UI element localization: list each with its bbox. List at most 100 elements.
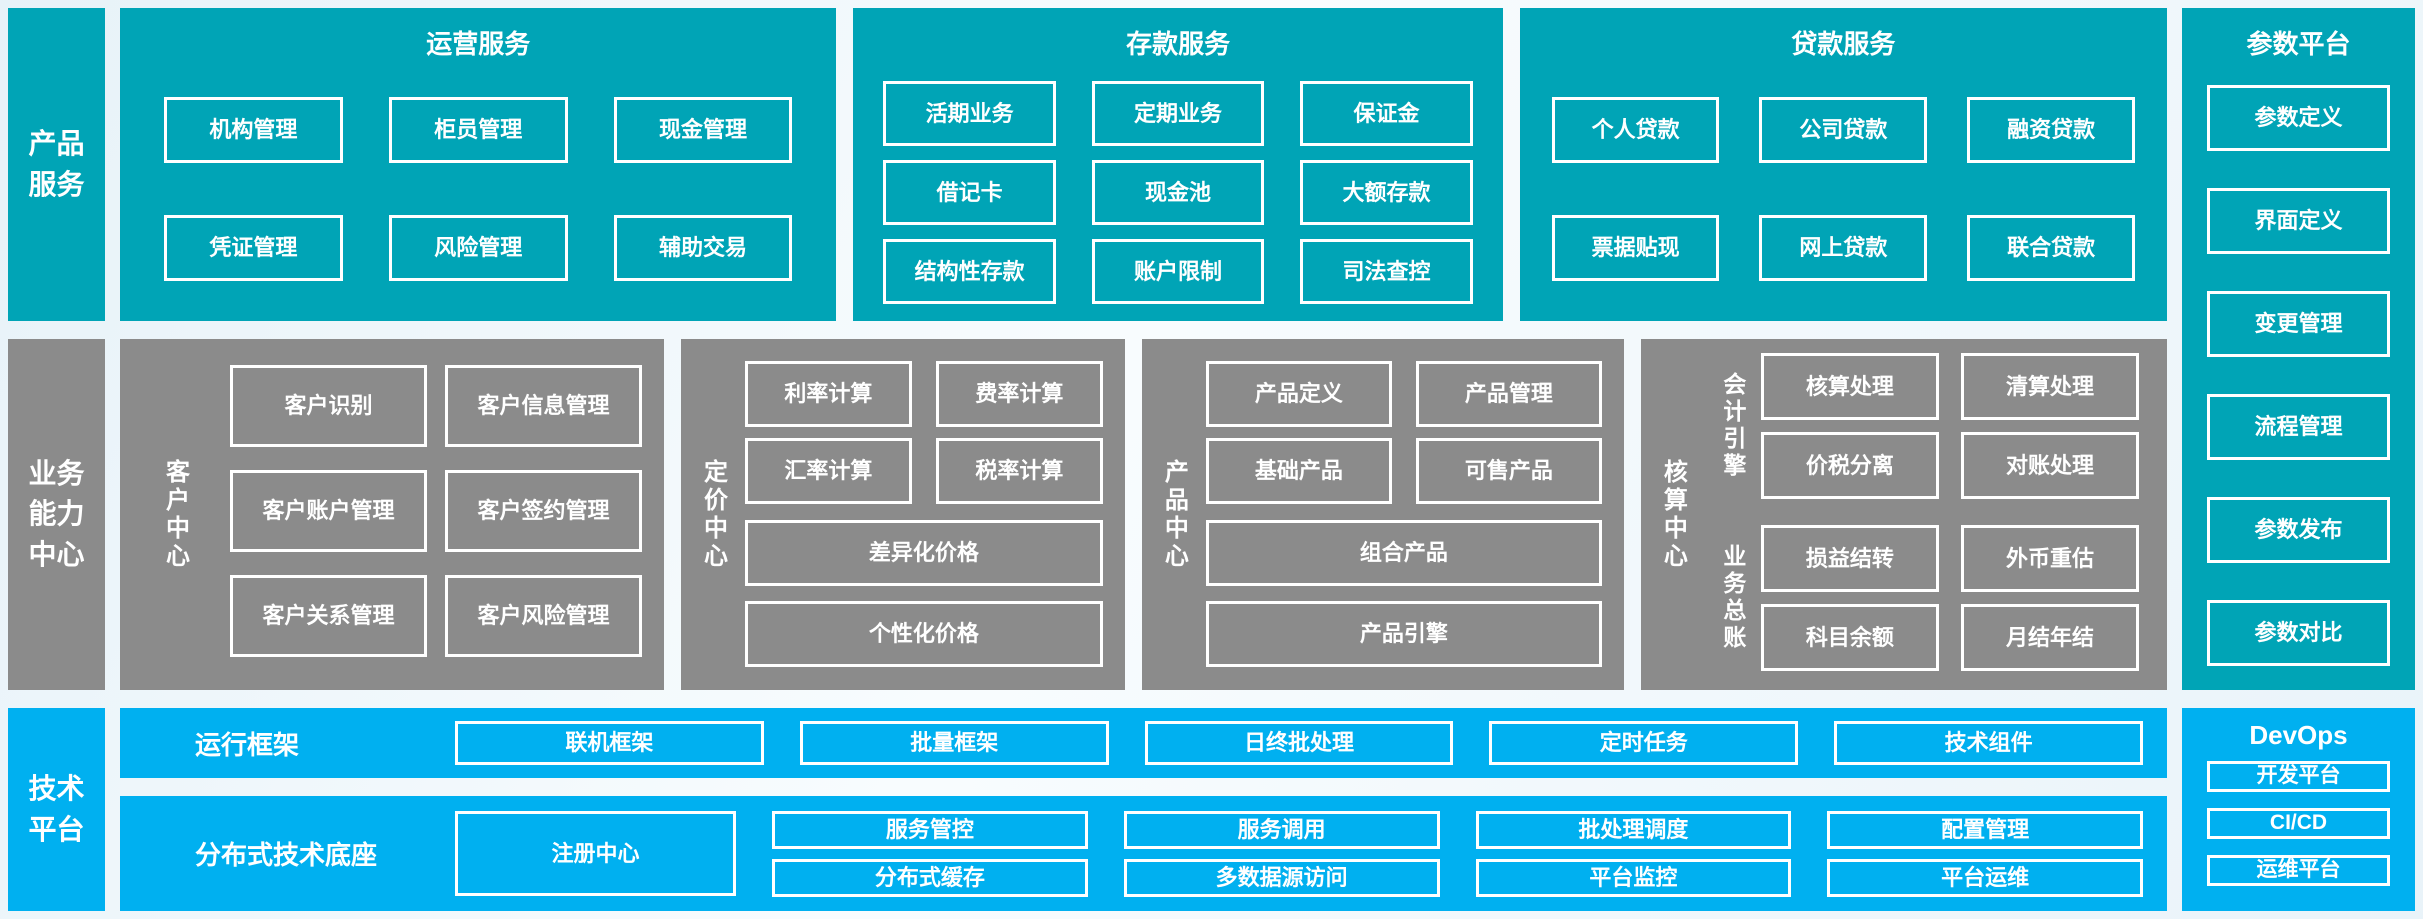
- pricing-wide-box: 个性化价格: [744, 601, 1103, 667]
- customer-center-box: 客户信息管理: [444, 365, 642, 447]
- parameter-item-box: 参数对比: [2207, 600, 2390, 666]
- pricing-center-content: 利率计算费率计算汇率计算税率计算 差异化价格个性化价格: [744, 351, 1103, 678]
- runtime-framework-box: 批量框架: [799, 721, 1109, 765]
- deposit-service-box: 现金池: [1091, 160, 1265, 225]
- distributed-service-box: 批处理调度: [1475, 810, 1792, 849]
- customer-center-box: 客户签约管理: [444, 470, 642, 552]
- product-center-wide-list: 组合产品产品引擎: [1205, 520, 1602, 667]
- parameter-platform-block: 参数平台 参数定义界面定义变更管理流程管理参数发布参数对比: [2182, 8, 2415, 690]
- loan-service-box: 公司贷款: [1759, 97, 1928, 163]
- pricing-center-grid: 利率计算费率计算汇率计算税率计算: [744, 361, 1103, 504]
- deposit-services-title: 存款服务: [1126, 29, 1231, 59]
- parameter-item-box: 变更管理: [2207, 291, 2390, 357]
- operations-service-box: 辅助交易: [613, 215, 793, 281]
- customer-center-label: 客户中心: [161, 458, 189, 571]
- parameter-item-box: 参数定义: [2207, 85, 2390, 151]
- parameter-item-box: 流程管理: [2207, 394, 2390, 460]
- devops-item-box: 运维平台: [2207, 855, 2390, 886]
- runtime-framework-box: 联机框架: [455, 721, 764, 765]
- distributed-service-box: 服务管控: [772, 810, 1088, 849]
- accounting-engine-box: 对账处理: [1960, 432, 2139, 499]
- product-wide-box: 产品引擎: [1205, 601, 1602, 667]
- loan-service-box: 网上贷款: [1759, 215, 1928, 281]
- loan-service-box: 联合贷款: [1967, 215, 2135, 281]
- parameter-item-box: 参数发布: [2207, 497, 2390, 563]
- business-ledger-box: 损益结转: [1760, 525, 1939, 592]
- pricing-center-block: 定价中心 利率计算费率计算汇率计算税率计算 差异化价格个性化价格: [680, 339, 1125, 690]
- distributed-service-box: 平台运维: [1827, 858, 2143, 897]
- business-ledger-grid: 损益结转外币重估科目余额月结年结: [1760, 525, 2139, 671]
- runtime-framework-box: 定时任务: [1489, 721, 1799, 765]
- pricing-calc-box: 汇率计算: [744, 438, 912, 504]
- customer-center-box: 客户风险管理: [444, 575, 642, 657]
- accounting-center-block: 核算中心 会计引擎 核算处理清算处理价税分离对账处理 业务总账 损益结转外币重估…: [1640, 339, 2167, 690]
- registry-center-box: 注册中心: [455, 811, 736, 896]
- operations-service-box: 机构管理: [164, 97, 343, 163]
- devops-title: DevOps: [2249, 720, 2348, 750]
- product-grid-box: 产品管理: [1415, 361, 1602, 427]
- distributed-base-label: 分布式技术底座: [195, 840, 378, 870]
- parameter-platform-title: 参数平台: [2246, 29, 2351, 59]
- devops-item-box: CI/CD: [2207, 808, 2390, 839]
- product-grid-box: 产品定义: [1205, 361, 1392, 427]
- business-ledger-box: 外币重估: [1960, 525, 2139, 592]
- runtime-framework-boxes: 联机框架批量框架日终批处理定时任务技术组件: [455, 721, 2143, 765]
- deposit-service-box: 司法查控: [1300, 239, 1473, 304]
- pricing-center-label: 定价中心: [699, 458, 727, 571]
- customer-center-box: 客户识别: [230, 365, 427, 447]
- operations-services-block: 运营服务 机构管理柜员管理现金管理凭证管理风险管理辅助交易: [120, 8, 837, 321]
- devops-list: 开发平台 CI/CD 运维平台: [2207, 761, 2390, 886]
- distributed-service-box: 平台监控: [1475, 858, 1792, 897]
- devops-item-box: 开发平台: [2207, 761, 2390, 792]
- operations-service-box: 现金管理: [613, 97, 793, 163]
- operations-service-box: 柜员管理: [388, 97, 568, 163]
- deposit-service-box: 定期业务: [1091, 81, 1265, 146]
- loan-services-block: 贷款服务 个人贷款公司贷款融资贷款票据贴现网上贷款联合贷款: [1519, 8, 2167, 321]
- business-ledger-group: 业务总账 损益结转外币重估科目余额月结年结: [1705, 525, 2139, 671]
- deposit-services-block: 存款服务 活期业务定期业务保证金借记卡现金池大额存款结构性存款账户限制司法查控: [853, 8, 1503, 321]
- accounting-engine-label: 会计引擎: [1719, 372, 1746, 480]
- devops-block: DevOps 开发平台 CI/CD 运维平台: [2182, 708, 2415, 911]
- deposit-service-box: 保证金: [1300, 81, 1473, 146]
- operations-services-title: 运营服务: [426, 29, 531, 59]
- deposit-service-box: 大额存款: [1300, 160, 1473, 225]
- parameter-platform-list: 参数定义界面定义变更管理流程管理参数发布参数对比: [2207, 85, 2390, 666]
- pricing-center-wide-list: 差异化价格个性化价格: [744, 520, 1103, 667]
- business-capability-row: 客户中心 客户识别客户信息管理客户账户管理客户签约管理客户关系管理客户风险管理 …: [120, 339, 2167, 690]
- business-ledger-box: 月结年结: [1960, 604, 2139, 671]
- customer-center-block: 客户中心 客户识别客户信息管理客户账户管理客户签约管理客户关系管理客户风险管理: [120, 339, 664, 690]
- deposit-service-box: 借记卡: [883, 160, 1056, 225]
- distributed-base-grid: 服务管控服务调用批处理调度配置管理分布式缓存多数据源访问平台监控平台运维: [772, 810, 2143, 897]
- distributed-service-box: 服务调用: [1123, 810, 1440, 849]
- customer-center-content: 客户识别客户信息管理客户账户管理客户签约管理客户关系管理客户风险管理: [230, 351, 642, 678]
- distributed-service-box: 配置管理: [1827, 810, 2143, 849]
- accounting-engine-box: 清算处理: [1960, 353, 2139, 420]
- operations-service-box: 风险管理: [388, 215, 568, 281]
- deposit-service-box: 账户限制: [1091, 239, 1265, 304]
- customer-center-box: 客户关系管理: [230, 575, 427, 657]
- business-ledger-label: 业务总账: [1719, 544, 1746, 652]
- side-label-technology-platform: 技术 平台: [8, 708, 105, 911]
- distributed-base-bar: 分布式技术底座 注册中心 服务管控服务调用批处理调度配置管理分布式缓存多数据源访…: [120, 796, 2167, 911]
- customer-center-box: 客户账户管理: [230, 470, 427, 552]
- runtime-framework-box: 技术组件: [1834, 721, 2143, 765]
- accounting-engine-grid: 核算处理清算处理价税分离对账处理: [1760, 353, 2139, 499]
- pricing-calc-box: 费率计算: [935, 361, 1103, 427]
- accounting-center-label: 核算中心: [1659, 458, 1687, 571]
- accounting-engine-group: 会计引擎 核算处理清算处理价税分离对账处理: [1705, 353, 2139, 499]
- accounting-engine-box: 核算处理: [1760, 353, 1939, 420]
- product-center-content: 产品定义产品管理基础产品可售产品 组合产品产品引擎: [1205, 351, 1602, 678]
- accounting-center-content: 会计引擎 核算处理清算处理价税分离对账处理 业务总账 损益结转外币重估科目余额月…: [1705, 353, 2139, 678]
- operations-service-box: 凭证管理: [164, 215, 343, 281]
- product-center-label: 产品中心: [1160, 458, 1188, 571]
- pricing-calc-box: 利率计算: [744, 361, 912, 427]
- loan-service-box: 融资贷款: [1967, 97, 2135, 163]
- pricing-wide-box: 差异化价格: [744, 520, 1103, 586]
- parameter-item-box: 界面定义: [2207, 188, 2390, 254]
- runtime-framework-bar: 运行框架 联机框架批量框架日终批处理定时任务技术组件: [120, 708, 2167, 778]
- deposit-service-box: 结构性存款: [883, 239, 1056, 304]
- runtime-framework-box: 日终批处理: [1144, 721, 1454, 765]
- product-center-grid: 产品定义产品管理基础产品可售产品: [1205, 361, 1602, 504]
- product-wide-box: 组合产品: [1205, 520, 1602, 586]
